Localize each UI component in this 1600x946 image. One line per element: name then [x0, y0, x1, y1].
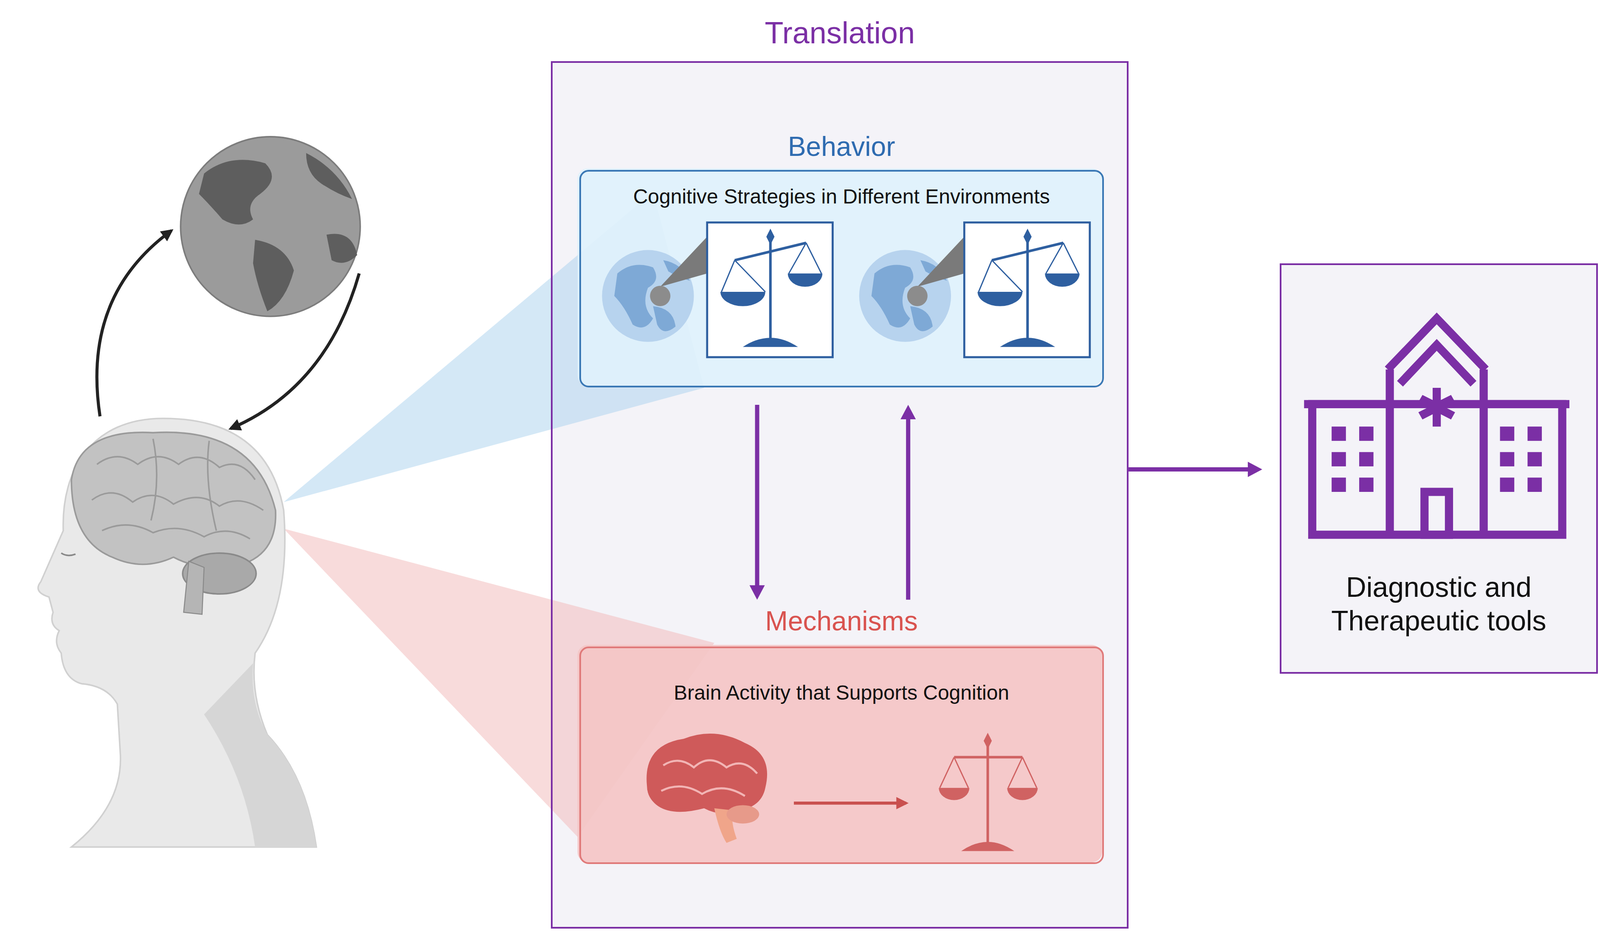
connector-arrow: [900, 404, 916, 600]
head-figure: [38, 418, 317, 847]
globe: [180, 136, 361, 317]
node-label: Brain Activity that Supports Cognition: [673, 680, 1010, 706]
node-label: Diagnostic and Therapeutic tools: [1295, 570, 1582, 638]
node-heading: Mechanisms: [581, 604, 1103, 638]
node-heading: Behavior: [581, 130, 1103, 164]
red-brain: [646, 733, 768, 814]
red-scale: [938, 732, 1038, 852]
hospital-icon: [1303, 318, 1570, 535]
connector-arrow: [749, 404, 765, 600]
node-label: Cognitive Strategies in Different Enviro…: [633, 184, 1050, 209]
mechanisms-box: MechanismsBrain Activity that Supports C…: [579, 646, 1104, 864]
connector-arrow: [1128, 461, 1263, 477]
brain: [71, 432, 276, 568]
diagnostic-box: Diagnostic and Therapeutic tools: [1279, 263, 1599, 674]
node-heading: Translation: [552, 14, 1127, 51]
behavior-box: BehaviorCognitive Strategies in Differen…: [579, 169, 1104, 388]
translation-panel: TranslationBehaviorCognitive Strategies …: [550, 61, 1129, 929]
